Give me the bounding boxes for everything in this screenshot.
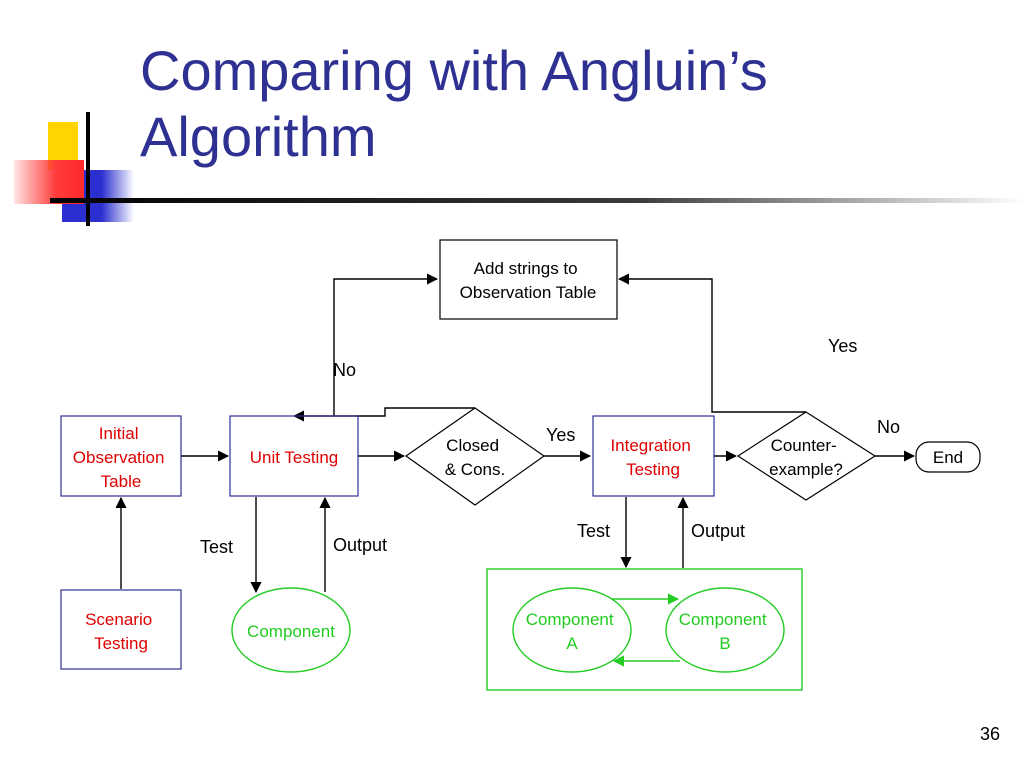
svg-text:Component: Component	[247, 622, 335, 641]
svg-text:Scenario Testing: Scenario Testing	[85, 610, 157, 653]
label-output-right: Output	[691, 521, 745, 541]
unit-testing-label: Unit Testing	[250, 448, 339, 467]
node-add-strings: Add strings to Observation Table	[439, 239, 618, 320]
edge-closed-no-loop	[292, 407, 475, 422]
closed-line-2: & Cons.	[445, 460, 505, 479]
closed-line-1: Closed	[446, 436, 499, 455]
label-test-left: Test	[200, 537, 233, 557]
node-integration-testing: Integration Testing	[592, 415, 715, 497]
node-component-a	[512, 587, 632, 673]
svg-text:Component A: Component A	[526, 610, 619, 653]
node-closed-cons: Closed & Cons.	[404, 407, 546, 506]
label-yes-top: Yes	[828, 336, 857, 356]
label-no-left: No	[333, 360, 356, 380]
page-number: 36	[979, 724, 1000, 744]
label-yes-mid: Yes	[546, 425, 575, 445]
scenario-line-2: Testing	[94, 634, 148, 653]
component-label: Component	[247, 622, 335, 641]
scenario-line-1: Scenario	[85, 610, 152, 629]
add-strings-line-1: Add strings to	[474, 259, 578, 278]
node-initial-observation-table: Initial Observation Table	[60, 415, 182, 497]
svg-text:Unit Testing: Unit Testing	[250, 448, 339, 467]
svg-text:Initial Observation: Initial Observation Table	[73, 424, 169, 491]
svg-text:Counter- example?: Counter- example?	[769, 436, 843, 479]
node-unit-testing: Unit Testing	[229, 415, 359, 497]
node-end: End	[915, 441, 981, 473]
component-b-line-2: B	[719, 634, 730, 653]
deco-red-square	[14, 160, 84, 204]
component-group: Component A Component B	[486, 568, 803, 691]
component-b-line-1: Component	[679, 610, 767, 629]
edge-labels: No Yes Yes No Test Output Test Output	[200, 336, 900, 557]
component-a-line-2: A	[566, 634, 578, 653]
add-strings-line-2: Observation Table	[460, 283, 597, 302]
node-scenario-testing: Scenario Testing	[60, 589, 182, 670]
initial-table-line-2: Observation	[73, 448, 165, 467]
svg-text:Integration Testing: Integration Testing	[610, 436, 695, 479]
node-component-b	[665, 587, 785, 673]
title-line-2: Algorithm	[140, 105, 377, 168]
svg-text:Add strings to Observati: Add strings to Observation Table	[460, 259, 597, 302]
title-line-1: Comparing with Angluin’s	[140, 39, 768, 102]
component-a-line-1: Component	[526, 610, 614, 629]
label-no-right: No	[877, 417, 900, 437]
end-label: End	[933, 448, 963, 467]
counter-line-1: Counter-	[771, 436, 837, 455]
label-test-right: Test	[577, 521, 610, 541]
node-counter-example: Counter- example?	[736, 411, 877, 501]
initial-table-line-3: Table	[101, 472, 142, 491]
edge-counter-yes-to-add	[617, 273, 806, 413]
initial-table-line-1: Initial	[99, 424, 139, 443]
node-component: Component	[231, 587, 351, 673]
integration-line-2: Testing	[626, 460, 680, 479]
label-output-left: Output	[333, 535, 387, 555]
deco-vertical-line	[86, 112, 90, 226]
slide-title: Comparing with Angluin’s Algorithm	[140, 38, 768, 170]
integration-line-1: Integration	[610, 436, 690, 455]
edge-unit-to-add-strings	[333, 273, 439, 416]
svg-text:Component B: Component B	[679, 610, 772, 653]
title-underline	[50, 198, 1024, 203]
counter-line-2: example?	[769, 460, 843, 479]
svg-text:End: End	[933, 448, 963, 467]
svg-text:Closed & Cons.: Closed & Cons.	[445, 436, 505, 479]
